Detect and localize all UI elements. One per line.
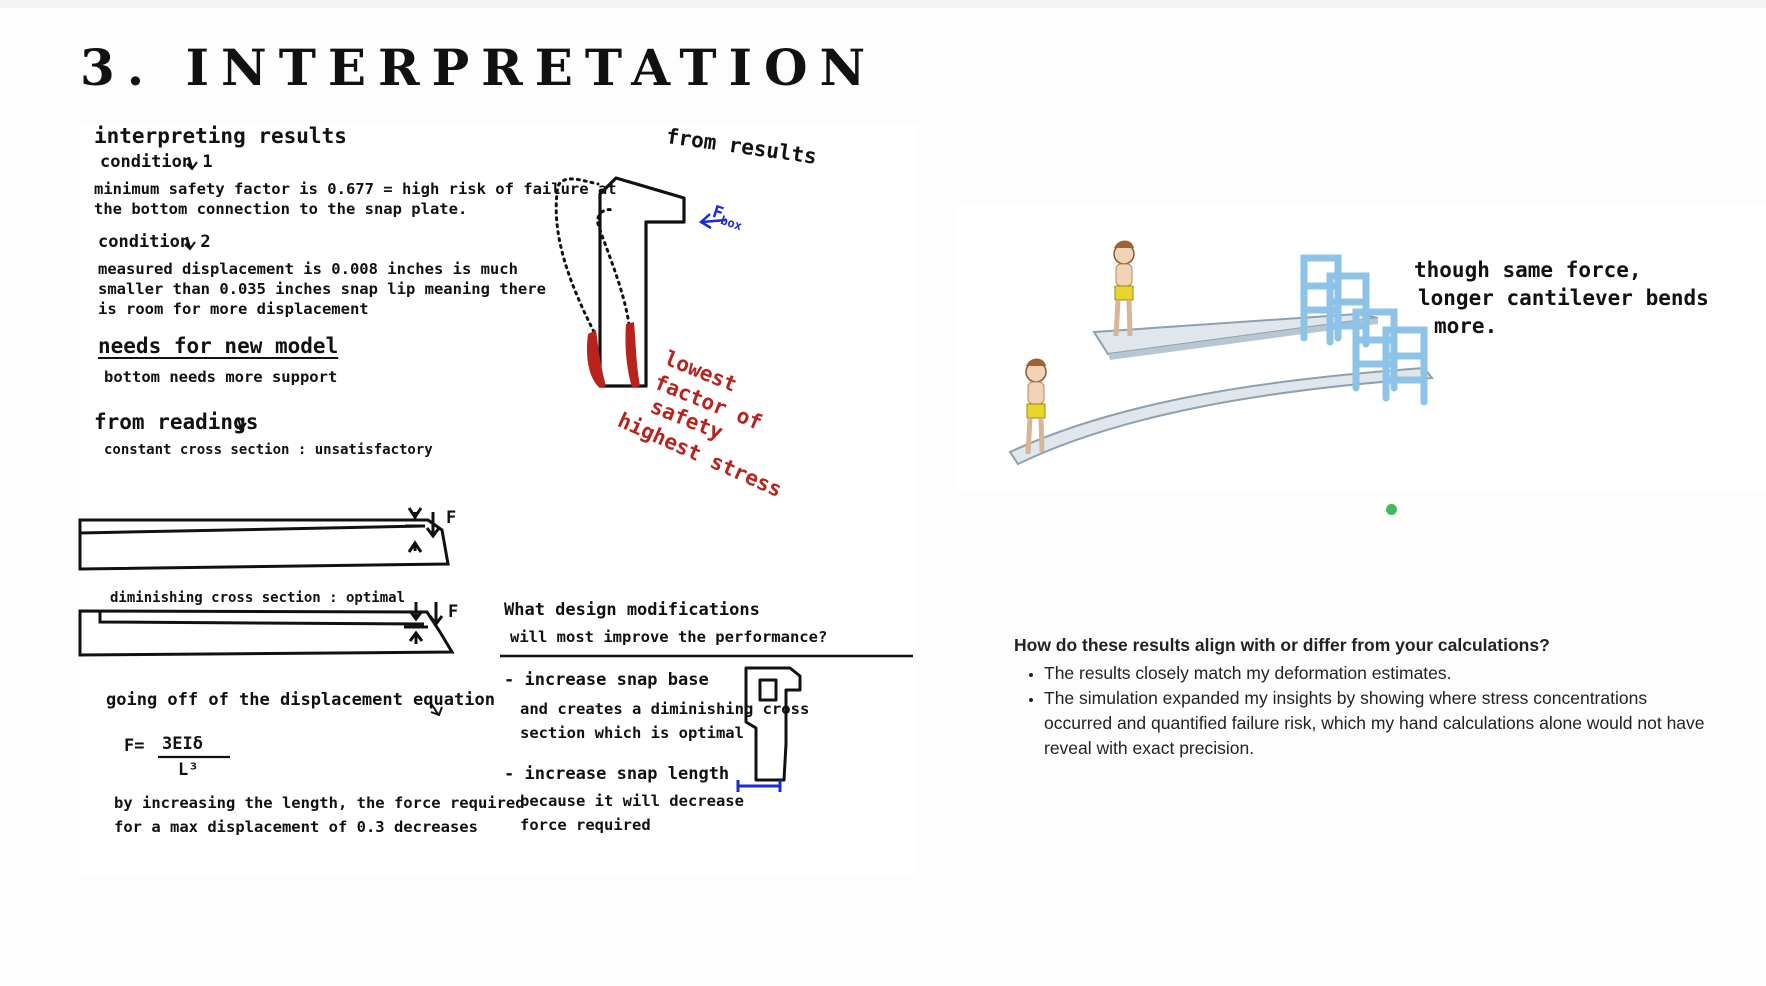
equation-intro: going off of the displacement equation xyxy=(106,690,495,710)
beam2-label: diminishing cross section : optimal xyxy=(110,590,406,606)
beam-constant-section xyxy=(78,507,450,571)
modification2-line1: - increase snap length xyxy=(504,764,730,784)
stress-region-highlight xyxy=(586,322,640,388)
equation-numerator: 3EIδ xyxy=(162,734,203,754)
modification1-line1: - increase snap base xyxy=(504,670,709,690)
condition2-text-line2: smaller than 0.035 inches snap lip meani… xyxy=(98,280,546,298)
from-readings-label: from readings xyxy=(94,410,259,434)
snap-part-outline xyxy=(598,176,686,388)
modification2-line3: force required xyxy=(520,816,651,834)
diving-board-illustration: though same force, longer cantilever ben… xyxy=(958,202,1766,494)
reflection-answers: The results closely match my deformation… xyxy=(1014,661,1714,761)
condition1-text-line1: minimum safety factor is 0.677 = high ri… xyxy=(94,180,617,198)
condition2-text-line1: measured displacement is 0.008 inches is… xyxy=(98,260,518,278)
diver-figure xyxy=(1113,240,1135,337)
list-item: The results closely match my deformation… xyxy=(1044,661,1714,686)
snap-sketch xyxy=(744,666,802,782)
long-board-ladder xyxy=(1352,308,1428,406)
modifications-question-line1: What design modifications xyxy=(504,600,760,620)
page-title: 3. INTERPRETATION xyxy=(80,38,878,97)
condition2-text-line3: is room for more displacement xyxy=(98,300,369,318)
equation-lhs: F= xyxy=(124,736,145,756)
list-item: The simulation expanded my insights by s… xyxy=(1044,686,1714,761)
arrow-down-icon xyxy=(429,701,443,717)
modification1-line2: and creates a diminishing cross xyxy=(520,700,810,718)
modifications-question-line2: will most improve the performance? xyxy=(510,628,828,646)
equation-conclusion-line2: for a max displacement of 0.3 decreases xyxy=(114,818,478,836)
arrow-down-icon xyxy=(184,156,247,432)
condition2-label: condition 2 xyxy=(98,232,211,252)
condition1-label: condition 1 xyxy=(100,152,213,172)
diving-caption-line1: though same force, xyxy=(1414,258,1642,282)
needs-new-model-text: bottom needs more support xyxy=(104,368,338,386)
diving-board-drawing xyxy=(1008,240,1434,466)
beam-diminishing-section xyxy=(78,602,455,657)
beam2-force-label: F xyxy=(448,602,459,622)
handwritten-notes-panel: interpreting results condition 1 minimum… xyxy=(78,124,918,874)
beam1-force-label: F xyxy=(446,508,457,528)
reflection-question: How do these results align with or diffe… xyxy=(1014,635,1550,655)
status-dot-icon xyxy=(1386,504,1397,515)
interpreting-results-heading: interpreting results xyxy=(94,124,347,148)
diving-caption-line2: longer cantilever bends xyxy=(1418,286,1709,310)
deformed-outline xyxy=(554,177,632,334)
diver-figure xyxy=(1025,358,1047,455)
long-diving-board xyxy=(1008,366,1434,466)
beam1-label: constant cross section : unsatisfactory xyxy=(104,442,433,458)
snap-length-marker xyxy=(736,780,782,792)
notes-drawings xyxy=(78,156,913,792)
equation-conclusion-line1: by increasing the length, the force requ… xyxy=(114,794,525,812)
condition1-text-line2: the bottom connection to the snap plate. xyxy=(94,200,468,218)
top-strip xyxy=(0,0,1766,8)
diving-caption-line3: more. xyxy=(1434,314,1498,338)
modification2-line2: because it will decrease xyxy=(520,792,744,810)
needs-new-model-heading: needs for new model xyxy=(98,334,339,358)
modification1-line3: section which is optimal xyxy=(520,724,744,742)
equation-denominator: L³ xyxy=(178,760,199,780)
reflection-section: How do these results align with or diffe… xyxy=(1014,635,1714,761)
force-arrow-icon xyxy=(698,213,727,230)
